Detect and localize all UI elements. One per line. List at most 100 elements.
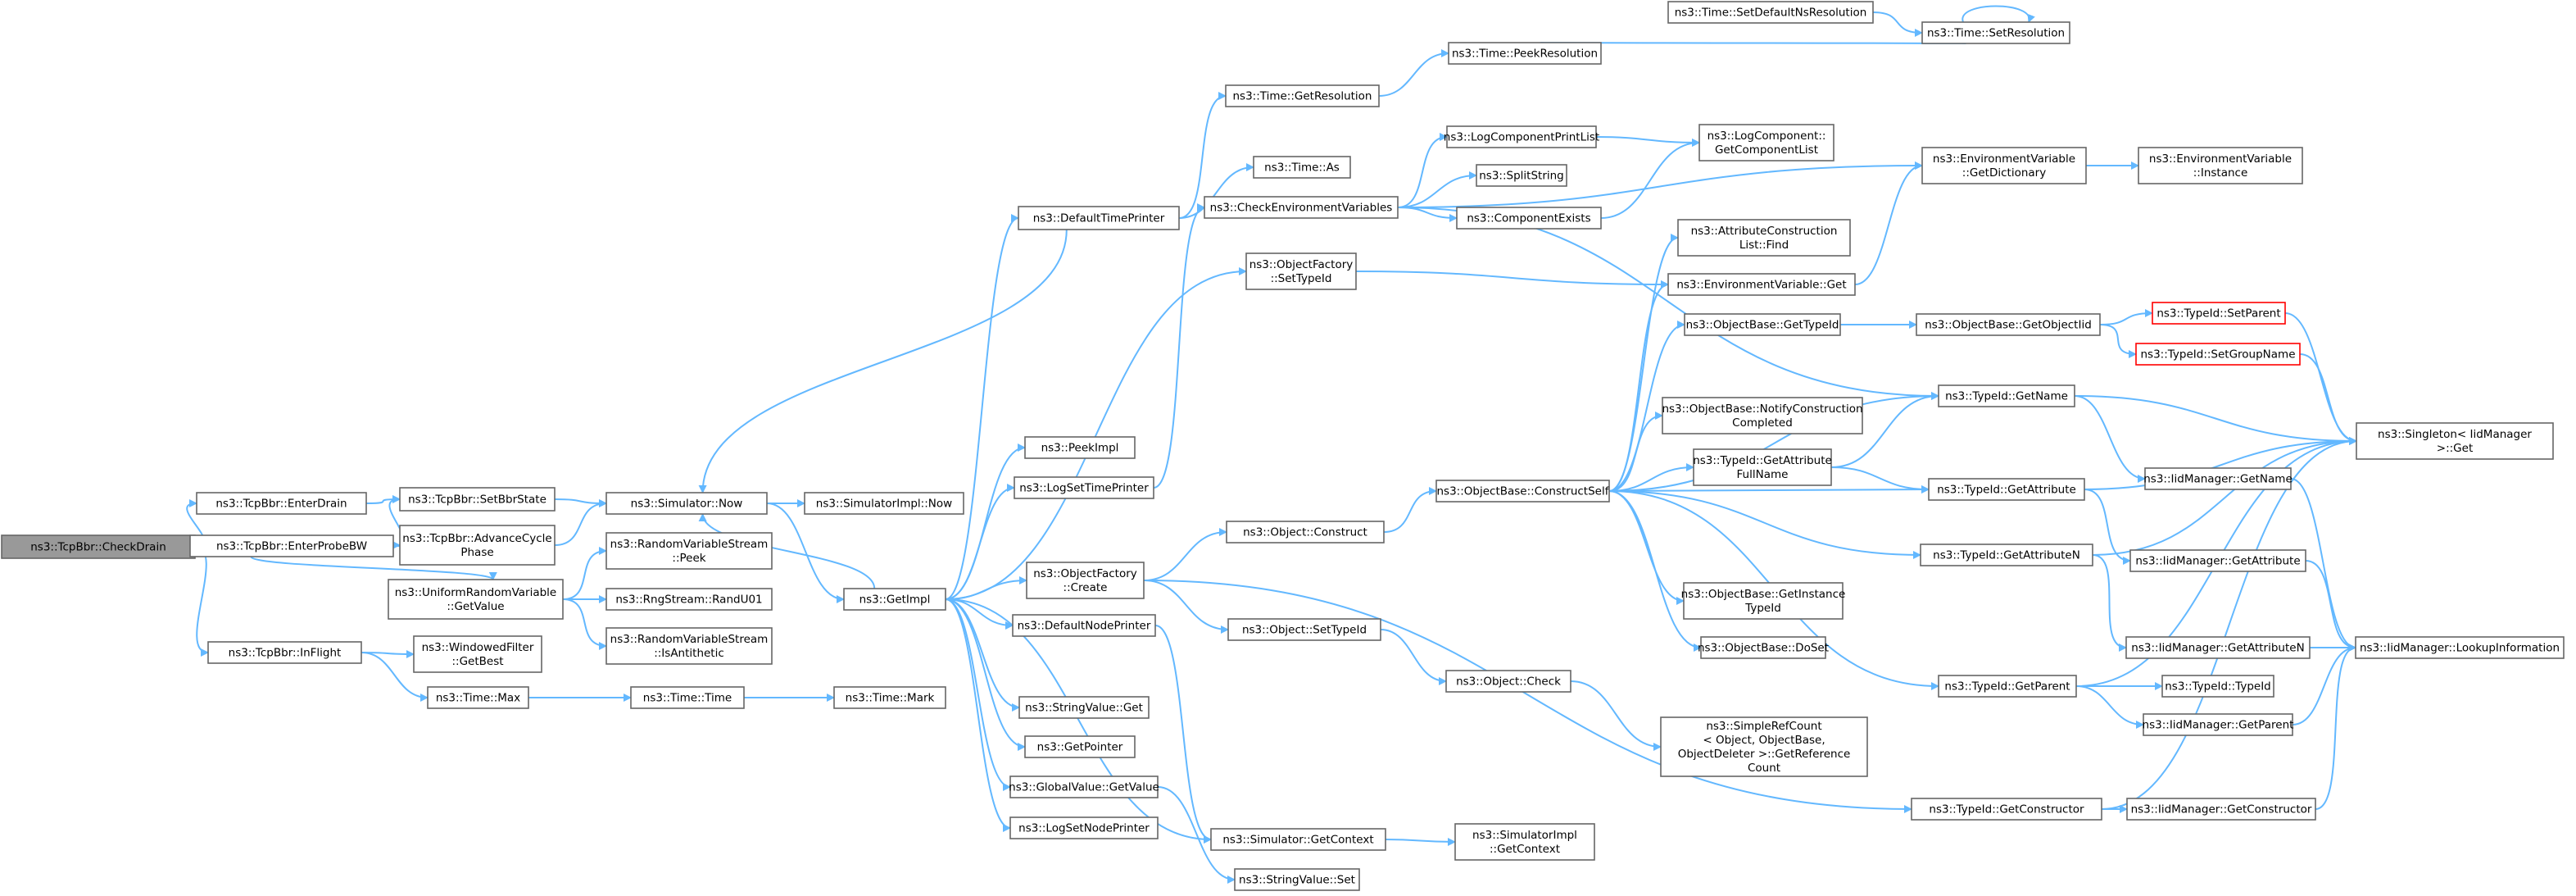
function-node[interactable]: ns3::IidManager::GetConstructor — [2126, 798, 2316, 821]
function-node[interactable]: ns3::IidManager::LookupInformation — [2355, 636, 2565, 659]
node-label: ns3::DefaultNodePrinter — [1018, 620, 1151, 633]
node-label: ns3::SplitString — [1479, 170, 1564, 183]
function-node[interactable]: ns3::TypeId::GetConstructor — [1911, 798, 2102, 821]
edge-n17-n27 — [1178, 163, 1254, 219]
function-node[interactable]: ns3::Singleton< IidManager>::Get — [2356, 422, 2554, 460]
function-node[interactable]: ns3::Simulator::Now — [605, 492, 768, 515]
function-node[interactable]: ns3::Object::Check — [1445, 670, 1571, 693]
function-node[interactable]: ns3::TcpBbr::EnterProbeBW — [189, 534, 394, 557]
function-node[interactable]: ns3::LogSetNodePrinter — [1009, 816, 1159, 839]
function-node[interactable]: ns3::LogSetTimePrinter — [1014, 476, 1154, 499]
function-node[interactable]: ns3::SplitString — [1476, 164, 1567, 187]
edge-n15-n29 — [945, 267, 1247, 600]
edge-n57-n66 — [2075, 685, 2144, 729]
function-node[interactable]: ns3::IidManager::GetAttributeN — [2125, 636, 2311, 659]
edge-n59-n60 — [2099, 309, 2153, 325]
edge-n44-n45 — [1570, 680, 1662, 751]
node-label: ns3::Object::Check — [1456, 675, 1561, 689]
function-node[interactable]: ns3::TcpBbr::CheckDrain — [1, 534, 196, 559]
function-node[interactable]: ns3::DefaultTimePrinter — [1018, 206, 1180, 230]
function-node[interactable]: ns3::CheckEnvironmentVariables — [1204, 196, 1399, 219]
function-node[interactable]: ns3::TypeId::GetParent — [1938, 675, 2077, 698]
function-node[interactable]: ns3::Time::GetResolution — [1225, 84, 1380, 107]
node-label: ns3::SimpleRefCount — [1706, 720, 1821, 733]
function-node[interactable]: ns3::TcpBbr::EnterDrain — [196, 492, 367, 515]
function-node[interactable]: ns3::ObjectBase::GetTypeId — [1684, 313, 1841, 336]
function-node[interactable]: ns3::SimulatorImpl::GetContext — [1454, 823, 1595, 861]
function-node[interactable]: ns3::RandomVariableStream::Peek — [605, 532, 773, 570]
function-node[interactable]: ns3::IidManager::GetName — [2143, 467, 2293, 490]
function-node[interactable]: ns3::Time::SetResolution — [1921, 21, 2070, 44]
edge-n43-n54 — [1608, 392, 1939, 492]
function-node[interactable]: ns3::TypeId::GetName — [1938, 384, 2075, 407]
function-node[interactable]: ns3::TypeId::SetGroupName — [2135, 343, 2301, 366]
node-box — [399, 487, 556, 512]
function-node[interactable]: ns3::LogComponent::GetComponentList — [1698, 124, 1834, 161]
function-node[interactable]: ns3::TypeId::GetAttributeN — [1920, 544, 2093, 566]
edge-n19-n28 — [1153, 203, 1205, 489]
function-node[interactable]: ns3::TypeId::GetAttribute — [1928, 478, 2085, 501]
function-node[interactable]: ns3::SimulatorImpl::Now — [804, 492, 964, 515]
edge-n24-n33 — [1157, 786, 1236, 884]
function-node[interactable]: ns3::IidManager::GetParent — [2143, 713, 2294, 736]
node-box — [1928, 478, 2085, 501]
function-node[interactable]: ns3::ComponentExists — [1456, 207, 1602, 230]
function-node[interactable]: ns3::IidManager::GetAttribute — [2129, 549, 2306, 572]
node-label: ns3::Time::SetDefaultNsResolution — [1675, 7, 1867, 20]
function-node[interactable]: ns3::PeekImpl — [1024, 436, 1136, 459]
function-node[interactable]: ns3::Time::Time — [630, 686, 745, 709]
function-node[interactable]: ns3::StringValue::Get — [1018, 696, 1150, 719]
edge-n15-n19 — [945, 484, 1015, 600]
function-node[interactable]: ns3::Time::SetDefaultNsResolution — [1667, 1, 1874, 24]
node-box — [1227, 618, 1381, 641]
function-node[interactable]: ns3::EnvironmentVariable::Get — [1667, 273, 1856, 296]
function-node[interactable]: ns3::GetImpl — [843, 588, 946, 611]
function-node[interactable]: ns3::StringValue::Set — [1234, 868, 1360, 891]
function-node[interactable]: ns3::ObjectFactory::Create — [1026, 562, 1145, 599]
function-node[interactable]: ns3::ObjectBase::GetObjectIid — [1916, 313, 2101, 336]
function-node[interactable]: ns3::Time::PeekResolution — [1448, 42, 1602, 65]
function-node[interactable]: ns3::Time::Mark — [833, 686, 946, 709]
function-node[interactable]: ns3::EnvironmentVariable::Instance — [2138, 147, 2303, 184]
function-node[interactable]: ns3::RngStream::RandU01 — [605, 588, 773, 611]
function-node[interactable]: ns3::ObjectBase::DoSet — [1698, 636, 1829, 659]
function-node[interactable]: ns3::ObjectFactory::SetTypeId — [1245, 252, 1357, 290]
function-node[interactable]: ns3::TypeId::SetParent — [2152, 302, 2286, 325]
function-node[interactable]: ns3::Time::Max — [427, 686, 529, 709]
function-node[interactable]: ns3::LogComponentPrintList — [1444, 125, 1599, 148]
node-label: ns3::TypeId::TypeId — [2165, 680, 2271, 694]
function-node[interactable]: ns3::TypeId::TypeId — [2161, 675, 2274, 698]
function-node[interactable]: ns3::EnvironmentVariable::GetDictionary — [1921, 147, 2087, 184]
function-node[interactable]: ns3::ObjectBase::NotifyConstructionCompl… — [1662, 397, 1863, 434]
node-box — [1225, 84, 1380, 107]
node-label: ns3::Time::GetResolution — [1232, 90, 1372, 103]
function-node[interactable]: ns3::SimpleRefCount< Object, ObjectBase,… — [1660, 716, 1868, 777]
function-node[interactable]: ns3::Object::Construct — [1226, 521, 1385, 544]
node-box — [1454, 823, 1595, 861]
node-box — [1026, 562, 1145, 599]
node-box — [1435, 480, 1610, 503]
edge-n32-n46 — [1385, 837, 1456, 846]
function-node[interactable]: ns3::DefaultNodePrinter — [1012, 614, 1156, 637]
edge-n55-n68 — [2084, 437, 2357, 490]
function-node[interactable]: ns3::GlobalValue::GetValue — [1009, 775, 1159, 798]
function-node[interactable]: ns3::RandomVariableStream::IsAntithetic — [605, 627, 773, 665]
node-box — [630, 686, 745, 709]
function-node[interactable]: ns3::ObjectBase::ConstructSelf — [1435, 480, 1610, 503]
function-node[interactable]: ns3::Simulator::GetContext — [1210, 828, 1386, 851]
function-node[interactable]: ns3::TcpBbr::InFlight — [207, 641, 362, 664]
function-node[interactable]: ns3::WindowedFilter::GetBest — [413, 635, 542, 673]
edge-n4-n9 — [554, 498, 607, 507]
function-node[interactable]: ns3::TcpBbr::SetBbrState — [399, 487, 556, 512]
function-node[interactable]: ns3::UniformRandomVariable::GetValue — [388, 579, 564, 620]
edge-n15-n32 — [945, 598, 1212, 844]
node-label: ns3::Object::SetTypeId — [1242, 624, 1367, 637]
function-node[interactable]: ns3::Object::SetTypeId — [1227, 618, 1381, 641]
function-node[interactable]: ns3::Time::As — [1253, 156, 1351, 179]
function-node[interactable]: ns3::GetPointer — [1024, 735, 1136, 758]
